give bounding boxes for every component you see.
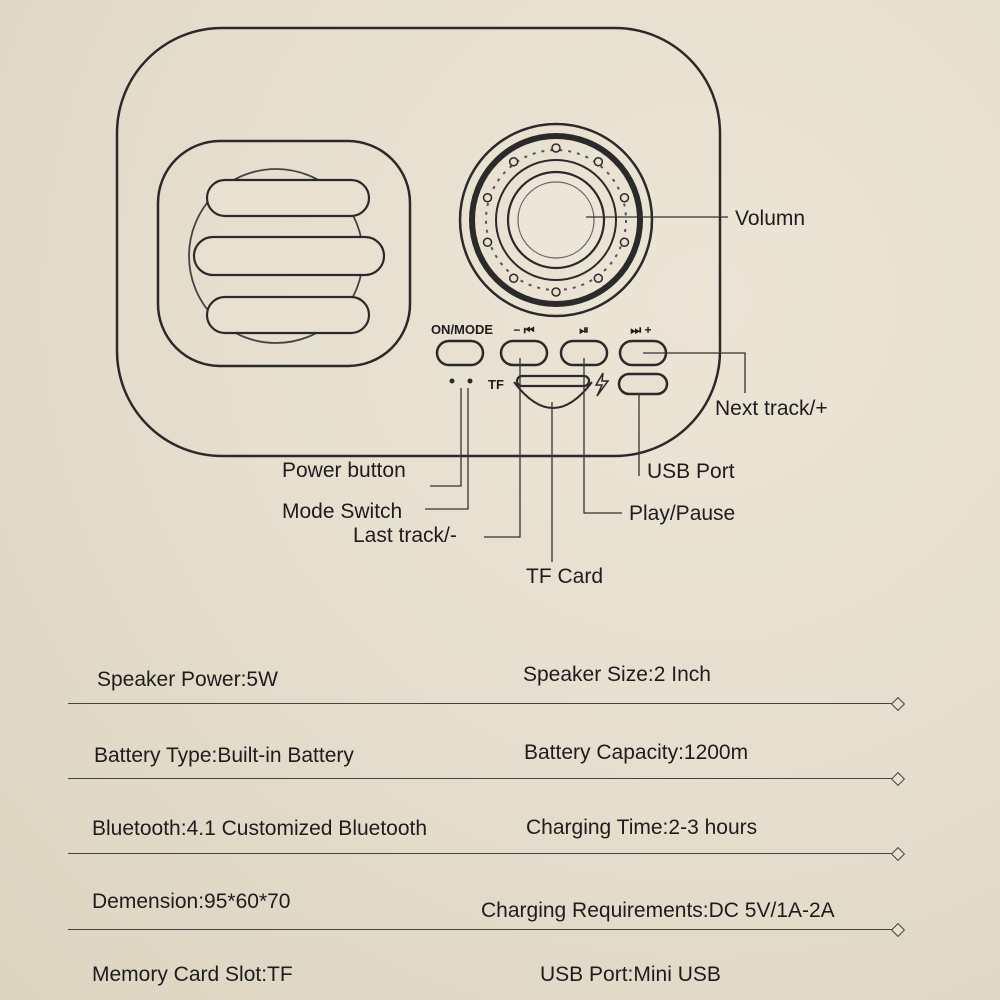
spec-speaker-power: Speaker Power:5W — [97, 668, 278, 691]
tf-card-callout: TF Card — [526, 565, 603, 588]
spec-memory-card-slot: Memory Card Slot:TF — [92, 963, 293, 986]
knob-dial-dot — [593, 273, 604, 283]
on-mode-label: ON/MODE — [431, 322, 493, 337]
volume-knob — [458, 122, 654, 318]
usb-port — [617, 372, 669, 396]
tf-card-slot — [513, 374, 593, 409]
spec-divider — [68, 929, 894, 930]
speaker-body — [115, 26, 722, 458]
spec-divider — [68, 703, 894, 704]
power-button-callout: Power button — [282, 459, 406, 482]
power-button-leader — [430, 388, 462, 487]
next-button-label: ⏭ + — [630, 323, 651, 337]
on-mode-button — [435, 339, 485, 367]
spec-battery-type: Battery Type:Built-in Battery — [94, 744, 354, 767]
spec-charging-time: Charging Time:2-3 hours — [526, 816, 758, 839]
charge-icon — [594, 372, 610, 397]
knob-dial-dot — [593, 157, 604, 167]
spec-bluetooth: Bluetooth:4.1 Customized Bluetooth — [92, 817, 428, 840]
play-pause-callout: Play/Pause — [629, 502, 735, 525]
volume-callout: Volumn — [735, 207, 805, 230]
knob-dial-dot — [619, 193, 630, 203]
next-track-leader — [643, 352, 746, 393]
mode-switch-leader — [425, 388, 469, 510]
speaker-diagram: ON/MODE − ⏮ ⏯ ⏭ + TF Volumn Next track/+… — [115, 26, 828, 588]
knob-dial-dot — [482, 193, 493, 203]
knob-dial-dot — [551, 143, 561, 153]
prev-track-button — [499, 339, 549, 367]
knob-dial-dot — [508, 157, 519, 167]
spec-dimension: Demension:95*60*70 — [92, 890, 291, 913]
speaker-grille — [156, 139, 412, 368]
knob-dial-dot — [508, 273, 519, 283]
last-track-callout: Last track/- — [353, 524, 457, 547]
mode-switch-callout: Mode Switch — [282, 500, 402, 523]
knob-dial-dot — [619, 237, 630, 247]
divider-diamond — [890, 922, 906, 938]
play-pause-leader — [583, 358, 622, 514]
indicator-dot-left — [449, 378, 455, 384]
divider-diamond — [890, 846, 906, 862]
play-button-label: ⏯ — [579, 323, 589, 337]
knob-dial-dot — [482, 237, 493, 247]
next-track-callout: Next track/+ — [715, 397, 828, 420]
divider-diamond — [890, 696, 906, 712]
last-track-leader — [484, 358, 521, 538]
spec-speaker-size: Speaker Size:2 Inch — [523, 663, 711, 686]
spec-divider — [68, 853, 894, 854]
spec-battery-capacity: Battery Capacity:1200m — [524, 741, 749, 764]
knob-dial-dot — [551, 287, 561, 297]
tf-mark: TF — [488, 377, 504, 392]
divider-diamond — [890, 771, 906, 787]
spec-charging-requirements: Charging Requirements:DC 5V/1A-2A — [481, 899, 835, 922]
spec-usb-port: USB Port:Mini USB — [540, 963, 721, 986]
spec-divider — [68, 778, 894, 779]
prev-button-label: − ⏮ — [513, 323, 534, 337]
indicator-dot-right — [467, 378, 473, 384]
usb-port-callout: USB Port — [647, 460, 735, 483]
